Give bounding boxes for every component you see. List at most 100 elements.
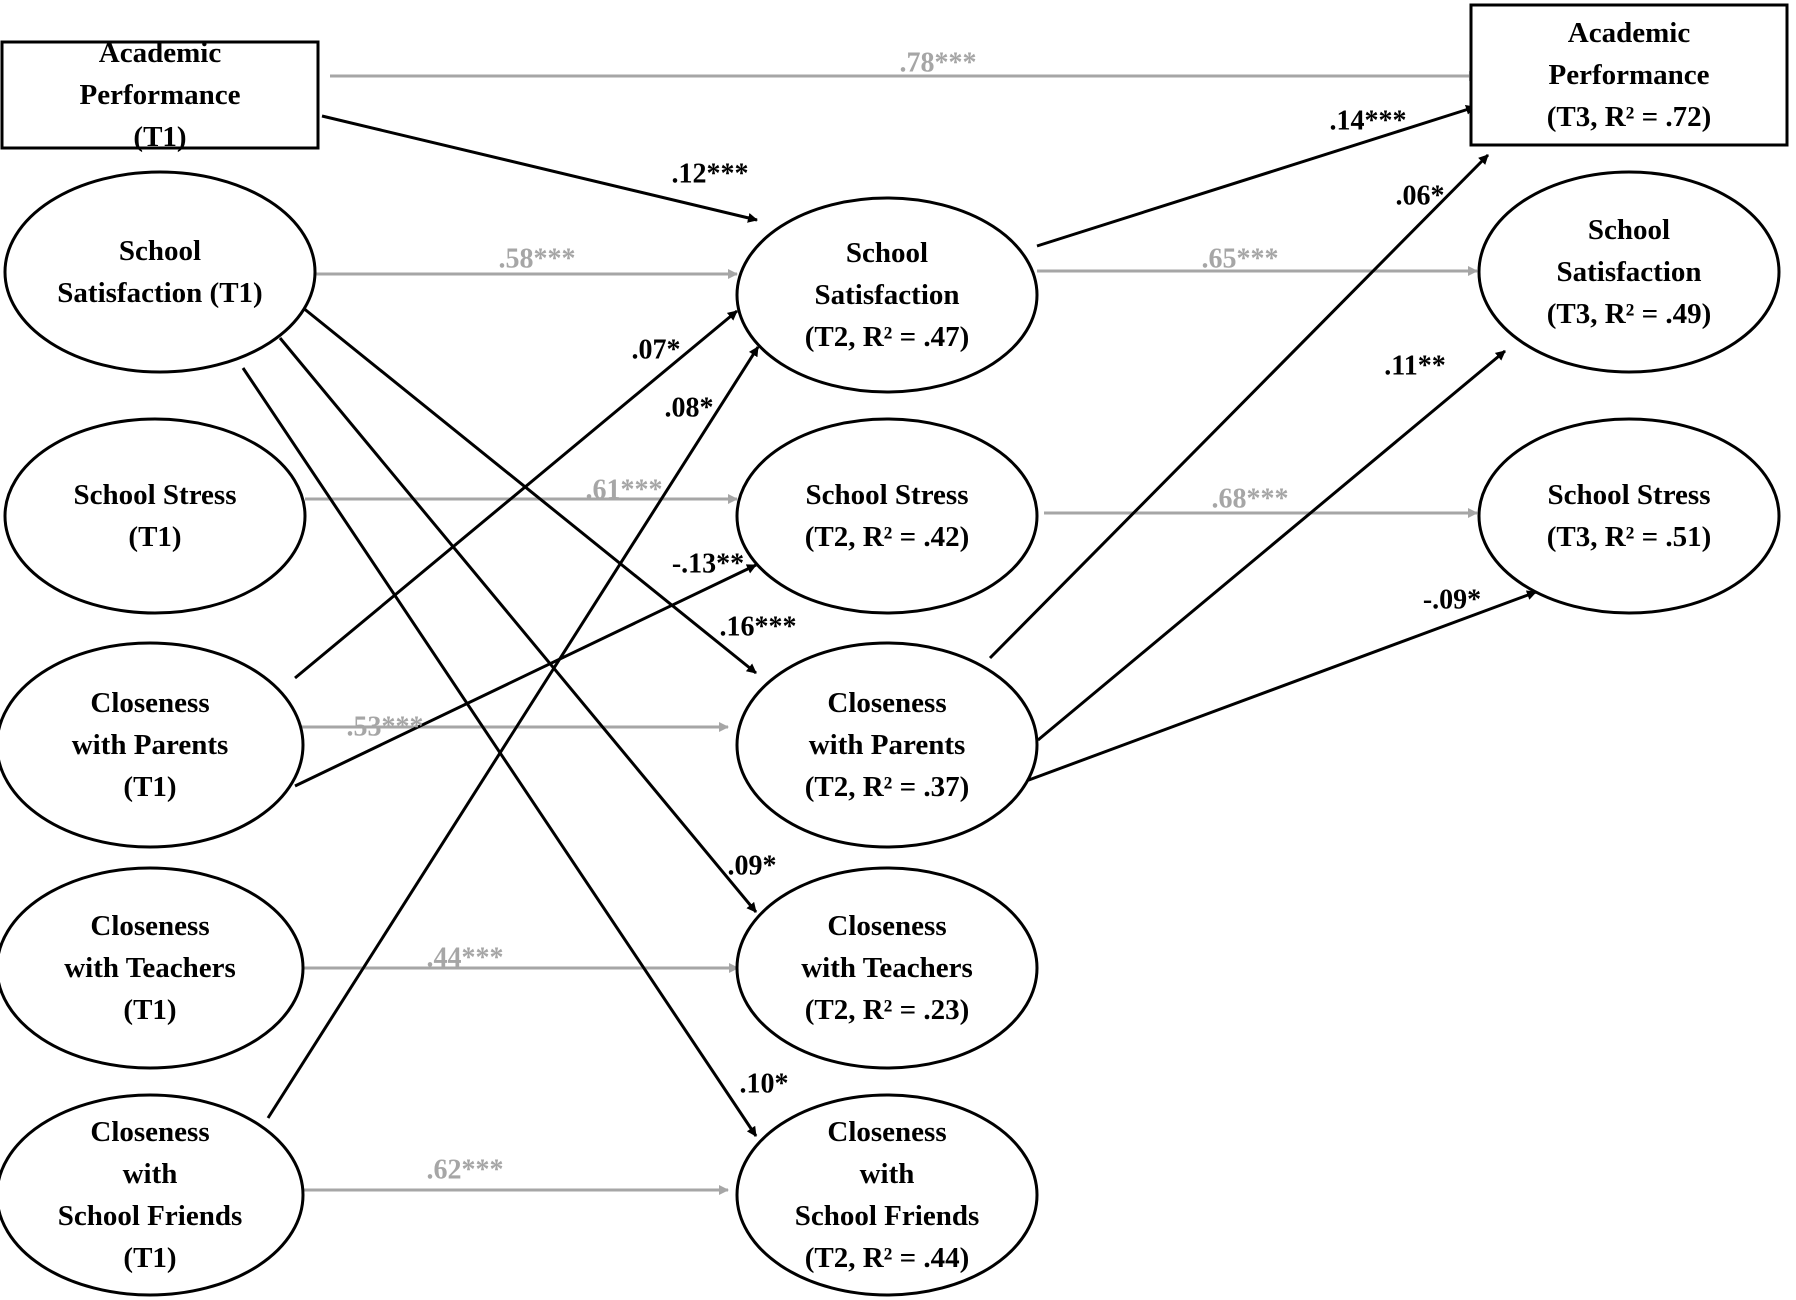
- node-st-t2: School Stress (T2, R² = .42): [735, 417, 1039, 615]
- node-label-line: Closeness: [90, 1116, 209, 1148]
- node-label-line: (T1): [133, 121, 186, 153]
- edge-coefficient-label: .06*: [1396, 181, 1445, 212]
- node-label-line: Performance: [1548, 59, 1709, 91]
- node-label-line: (T1): [123, 771, 176, 803]
- node-label-line: School: [119, 235, 201, 267]
- edge-cf-t1-to-ss-t2: [266, 346, 760, 1119]
- edge-ss-t1-to-ct-t2: [278, 337, 758, 913]
- node-shape: [3, 417, 307, 615]
- node-ct-t2: Closeness with Teachers (T2, R² = .23): [735, 866, 1039, 1070]
- node-shape: [0, 1093, 305, 1297]
- edge-cp-t1-to-st-t2: [294, 563, 757, 788]
- edge-coefficient-label: .16***: [720, 612, 797, 643]
- node-label-line: School Friends: [58, 1200, 243, 1232]
- edge-coefficient-label: .09*: [728, 851, 777, 882]
- node-label-line: School Stress: [73, 479, 236, 511]
- node-label-line: Closeness: [827, 687, 946, 719]
- node-label-line: Closeness: [90, 687, 209, 719]
- edge-ap-t1-to-ss-t2: [321, 114, 758, 223]
- node-label-line: School: [846, 237, 928, 269]
- node-shape: [1477, 417, 1781, 615]
- node-ct-t1: Closeness with Teachers (T1): [0, 866, 305, 1070]
- edges: [241, 71, 1537, 1195]
- node-label-line: with: [860, 1158, 915, 1190]
- node-shape: [0, 866, 305, 1070]
- node-label-line: Closeness: [90, 910, 209, 942]
- node-shape: [0, 641, 305, 849]
- node-label-line: Closeness: [827, 910, 946, 942]
- edge-coefficient-label: .12***: [672, 159, 749, 190]
- node-shape: [735, 866, 1039, 1070]
- node-shape: [735, 641, 1039, 849]
- node-shape: [1477, 170, 1781, 374]
- node-shape: [0, 40, 320, 150]
- node-label-line: (T1): [123, 1242, 176, 1274]
- edge-coefficient-label: .14***: [1330, 106, 1407, 137]
- node-label-line: (T3, R² = .51): [1547, 521, 1712, 553]
- node-label-line: Closeness: [827, 1116, 946, 1148]
- edge-ss-t2-to-ap-t3: [1036, 104, 1476, 248]
- node-label-line: Academic: [1568, 17, 1691, 49]
- edge-coefficient-label: .61***: [586, 475, 663, 506]
- node-st-t1: School Stress (T1): [3, 417, 307, 615]
- node-label-line: (T2, R² = .23): [805, 994, 970, 1026]
- edge-cp-t2-to-ss-t3: [1037, 349, 1506, 742]
- edge-coefficient-label: .78***: [900, 48, 977, 79]
- node-label-line: (T3, R² = .49): [1547, 298, 1712, 330]
- node-label-line: School Stress: [1547, 479, 1710, 511]
- node-label-line: (T3, R² = .72): [1547, 101, 1712, 133]
- node-st-t3: School Stress (T3, R² = .51): [1477, 417, 1781, 615]
- edge-coefficient-label: .10*: [740, 1069, 789, 1100]
- node-label-line: (T2, R² = .47): [805, 321, 970, 353]
- edge-coefficient-label: .08*: [665, 393, 714, 424]
- edge-coefficient-label: -.09*: [1423, 585, 1481, 616]
- node-shape: [3, 170, 317, 374]
- edge-coefficient-label: .68***: [1212, 484, 1289, 515]
- edge-labels: .78*** .12*** .58*** .61*** .53*** .44*** .62*…: [347, 48, 1482, 1186]
- node-label-line: with Parents: [809, 729, 966, 761]
- edge-coefficient-label: -.13**: [672, 549, 744, 580]
- edge-coefficient-label: .65***: [1202, 244, 1279, 275]
- edge-coefficient-label: .44***: [427, 943, 504, 974]
- edge-coefficient-label: .58***: [499, 244, 576, 275]
- edge-coefficient-label: .62***: [427, 1155, 504, 1186]
- edge-coefficient-label: .11**: [1384, 351, 1445, 382]
- node-label-line: School Friends: [795, 1200, 980, 1232]
- edge-coefficient-label: .53***: [347, 712, 424, 743]
- node-label-line: with Teachers: [801, 952, 973, 984]
- node-shape: [1469, 3, 1789, 147]
- node-label-line: Academic: [99, 37, 222, 69]
- node-label-line: School: [1588, 214, 1670, 246]
- node-label-line: Satisfaction (T1): [57, 277, 262, 309]
- node-label-line: (T2, R² = .42): [805, 521, 970, 553]
- node-label-line: (T1): [123, 994, 176, 1026]
- node-label-line: with: [123, 1158, 178, 1190]
- edge-cp-t2-to-st-t3: [1017, 590, 1537, 786]
- edge-coefficient-label: .07*: [632, 335, 681, 366]
- edge-ss-t1-to-cf-t2: [241, 367, 758, 1137]
- node-label-line: Performance: [79, 79, 240, 111]
- edge-cp-t1-to-ss-t2: [294, 309, 738, 680]
- node-label-line: Satisfaction: [1557, 256, 1702, 288]
- node-shape: [735, 417, 1039, 615]
- edge-ss-t1-to-cp-t2: [296, 301, 757, 675]
- node-label-line: Satisfaction: [815, 279, 960, 311]
- node-cp-t2: Closeness with Parents (T2, R² = .37): [735, 641, 1039, 849]
- node-label-line: with Teachers: [64, 952, 236, 984]
- edge-cp-t2-to-ap-t3: [988, 153, 1490, 660]
- node-shape: [735, 196, 1039, 394]
- node-label-line: School Stress: [805, 479, 968, 511]
- node-shape: [735, 1093, 1039, 1297]
- node-label-line: (T1): [128, 521, 181, 553]
- node-label-line: (T2, R² = .44): [805, 1242, 970, 1274]
- node-label-line: (T2, R² = .37): [805, 771, 970, 803]
